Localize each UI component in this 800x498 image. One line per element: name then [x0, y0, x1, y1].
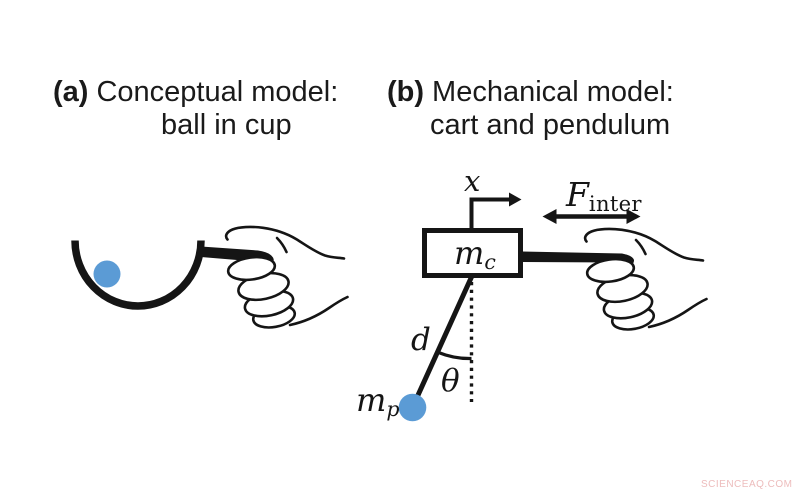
hand-b — [583, 227, 708, 334]
pendulum-mass-symbol: m — [356, 381, 387, 419]
force-arrowhead-right — [626, 209, 641, 224]
cart-mass-label: mc — [454, 234, 496, 274]
cup-arc — [71, 240, 205, 310]
panel-b-tag: (b) — [387, 76, 425, 108]
x-arrowhead — [509, 192, 522, 207]
hand-a — [224, 225, 349, 332]
cart-mass-subscript: c — [484, 249, 497, 274]
panel-b-title: (b)Mechanical model: — [387, 77, 674, 107]
x-arrow-line — [469, 197, 510, 229]
pendulum-bob — [398, 393, 427, 422]
pendulum-mass-label: mp — [356, 381, 400, 421]
panel-a-tag: (a) — [53, 76, 89, 108]
panel-b-subtitle: cart and pendulum — [430, 110, 670, 140]
pendulum-mass-subscript: p — [386, 396, 400, 421]
force-subscript: inter — [588, 191, 642, 217]
watermark: SCIENCEAQ.COM — [701, 479, 793, 490]
angle-label: θ — [441, 363, 460, 399]
panel-b-title-text: Mechanical model: — [432, 76, 674, 108]
force-label: Finter — [566, 175, 642, 216]
force-arrowhead-left — [542, 209, 557, 224]
force-symbol: F — [566, 175, 589, 214]
panel-a-title-text: Conceptual model: — [96, 76, 339, 108]
pendulum-rod — [411, 274, 474, 407]
panel-a-subtitle: ball in cup — [161, 110, 292, 140]
x-label: x — [464, 164, 481, 198]
rod-length-label: d — [411, 322, 431, 358]
panel-a-title: (a)Conceptual model: — [53, 77, 338, 107]
panel-b-subtitle-text: cart and pendulum — [430, 109, 671, 141]
ball-in-cup — [93, 260, 121, 288]
cart-mass-symbol: m — [454, 234, 485, 272]
angle-arc — [437, 351, 472, 361]
cart-body — [422, 228, 523, 278]
panel-a-subtitle-text: ball in cup — [161, 109, 292, 141]
